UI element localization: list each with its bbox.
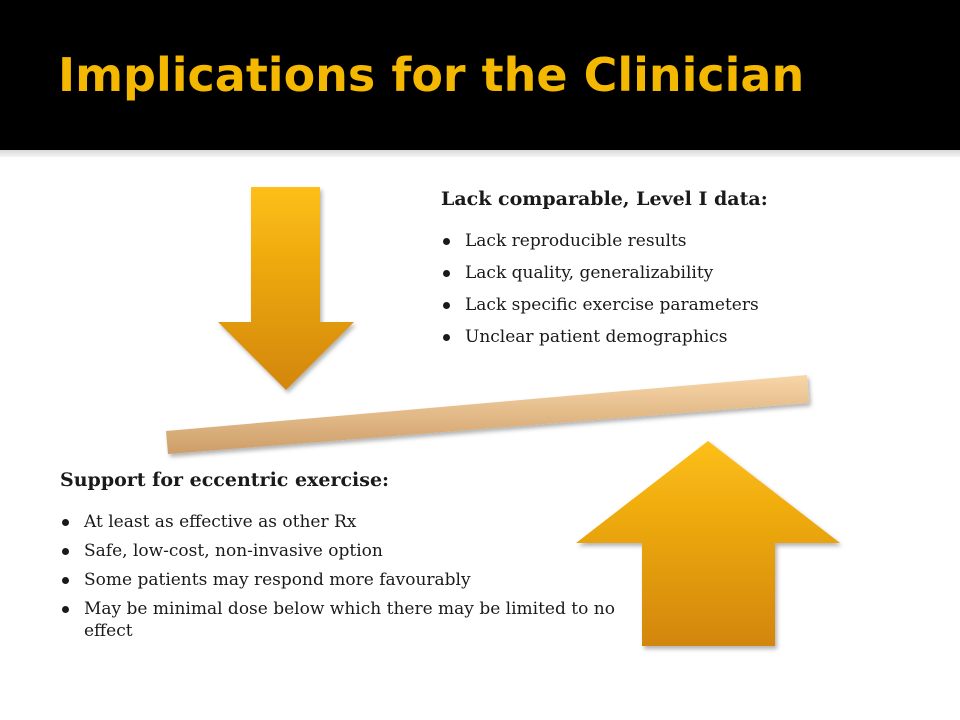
limitations-heading: Lack comparable, Level I data: [441, 188, 768, 210]
down-arrow-icon [218, 187, 354, 390]
list-item: Lack reproducible results [441, 230, 941, 252]
list-item: Lack quality, generalizability [441, 262, 941, 284]
list-item: Safe, low-cost, non-invasive option [60, 540, 620, 562]
list-item: May be minimal dose below which there ma… [60, 598, 620, 642]
list-item: Unclear patient demographics [441, 326, 941, 348]
up-arrow-icon [576, 441, 840, 646]
limitations-block: Lack comparable, Level I data: Lack repr… [441, 188, 941, 358]
title-divider [0, 150, 960, 157]
balance-beam [166, 375, 809, 454]
list-item: At least as effective as other Rx [60, 511, 620, 533]
list-item: Lack specific exercise parameters [441, 294, 941, 316]
list-item: Some patients may respond more favourabl… [60, 569, 620, 591]
slide-title: Implications for the Clinician [58, 48, 805, 102]
support-list: At least as effective as other Rx Safe, … [60, 511, 620, 642]
support-block: Support for eccentric exercise: At least… [60, 469, 620, 649]
limitations-list: Lack reproducible results Lack quality, … [441, 230, 941, 348]
support-heading: Support for eccentric exercise: [60, 469, 390, 491]
title-bar [0, 0, 960, 150]
